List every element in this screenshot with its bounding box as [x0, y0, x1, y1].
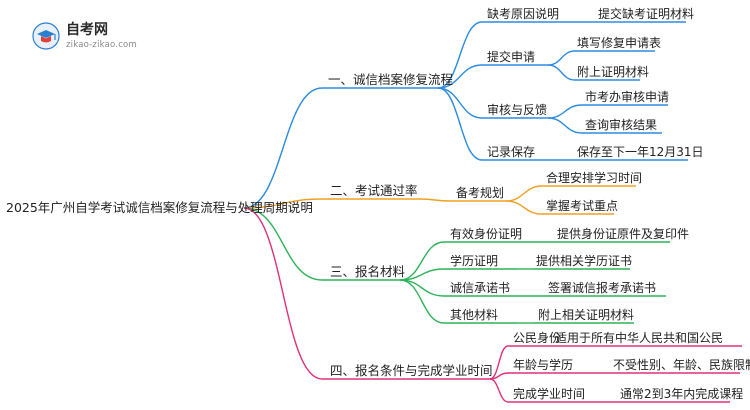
- b3-node-2: 学历证明: [450, 254, 499, 268]
- b1-leaf-3-1: 市考办审核申请: [585, 90, 670, 104]
- logo-title: 自考网: [66, 22, 108, 38]
- branch-1-label: 一、诚信档案修复流程: [328, 72, 454, 87]
- logo-url: zikao-zikao.com: [66, 40, 137, 50]
- graduation-cap-icon: [32, 22, 60, 50]
- connector-root-branch-1: [243, 87, 323, 209]
- b4-node-3: 完成学业时间: [513, 387, 586, 401]
- b1-leaf-2-1: 填写修复申请表: [577, 36, 662, 50]
- connector-node-leaf-5-2: [505, 200, 543, 215]
- connector-node-leaf-2-1: [547, 50, 576, 66]
- connector-branch-node-12: [489, 378, 509, 403]
- b3-node-3: 诚信承诺书: [450, 281, 511, 295]
- connector-node-leaf-2-2: [547, 64, 576, 81]
- mindmap-root: 2025年广州自学考试诚信档案修复流程与处理周期说明: [6, 200, 313, 215]
- b4-leaf-2-1: 不受性别、年龄、民族限制: [613, 358, 750, 372]
- b4-leaf-1-1: 适用于所有中华人民共和国公民: [555, 331, 724, 345]
- branch-4-label: 四、报名条件与完成学业时间: [330, 363, 493, 378]
- b3-leaf-1-1: 提供身份证原件及复印件: [557, 227, 690, 241]
- connector-root-branch-2: [243, 198, 323, 209]
- connector-branch-node-5: [419, 198, 451, 202]
- connector-node-leaf-5-1: [505, 185, 543, 202]
- b2-node-1: 备考规划: [456, 186, 505, 200]
- b4-leaf-3-1: 通常2到3年内完成课程: [620, 387, 744, 401]
- b3-leaf-4-1: 附上相关证明材料: [538, 308, 635, 322]
- b4-node-2: 年龄与学历: [513, 358, 574, 372]
- b1-node-1: 缺考原因说明: [487, 7, 560, 21]
- connector-branch-node-2: [437, 64, 483, 89]
- site-logo[interactable]: 自考网 zikao-zikao.com: [32, 20, 152, 56]
- b3-leaf-2-1: 提供相关学历证书: [536, 254, 633, 268]
- connector-branch-node-6: [399, 241, 445, 281]
- branch-3-label: 三、报名材料: [330, 264, 406, 279]
- b1-node-2: 提交申请: [487, 50, 536, 64]
- connector-branch-node-11: [489, 372, 509, 380]
- b1-node-4: 记录保存: [487, 145, 536, 159]
- branch-2-label: 二、考试通过率: [330, 183, 418, 198]
- b1-leaf-4-1: 保存至下一年12月31日: [577, 145, 704, 159]
- connector-root-branch-3: [243, 207, 323, 281]
- b3-node-1: 有效身份证明: [450, 227, 523, 241]
- connector-branch-node-1: [437, 21, 483, 89]
- connector-branch-node-8: [399, 279, 445, 297]
- b1-leaf-3-2: 查询审核结果: [585, 118, 658, 132]
- connector-node-leaf-3-1: [547, 104, 583, 119]
- b3-leaf-3-1: 签署诚信报考承诺书: [548, 281, 657, 295]
- b1-leaf-1-1: 提交缺考证明材料: [598, 7, 695, 21]
- connector-node-leaf-3-2: [547, 117, 583, 134]
- b1-node-3: 审核与反馈: [487, 103, 548, 117]
- b2-leaf-1-2: 掌握考试重点: [546, 199, 619, 213]
- b2-leaf-1-1: 合理安排学习时间: [546, 171, 643, 185]
- b3-node-4: 其他材料: [450, 308, 499, 322]
- b1-leaf-2-2: 附上证明材料: [577, 65, 650, 79]
- connector-branch-node-10: [489, 345, 509, 380]
- connector-branch-node-4: [437, 87, 483, 161]
- connector-branch-node-9: [399, 279, 445, 324]
- connector-root-branch-4: [243, 207, 323, 380]
- connector-branch-node-3: [437, 87, 483, 119]
- b4-node-1: 公民身份: [513, 331, 562, 345]
